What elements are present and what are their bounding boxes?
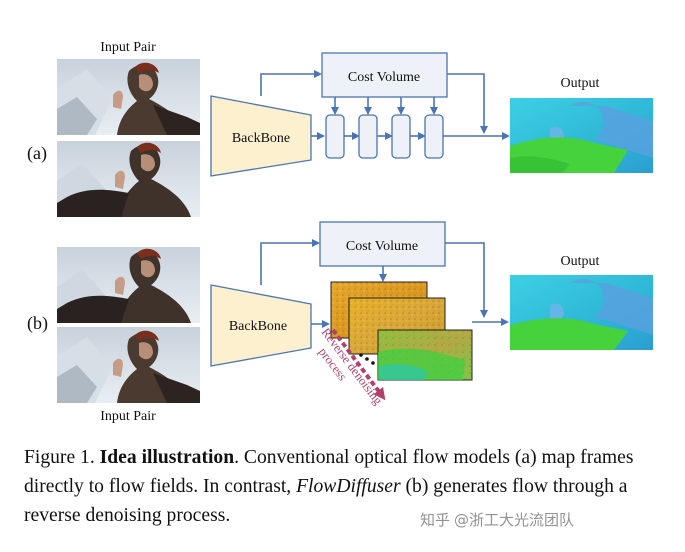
arrows-row-b — [260, 239, 509, 328]
iteration-unit-a4 — [424, 114, 444, 159]
backbone-block-a: BackBone — [210, 95, 312, 177]
input-frame-a1 — [57, 59, 200, 135]
watermark: 知乎 @浙工大光流团队 — [420, 509, 574, 530]
iteration-unit-a2 — [358, 114, 378, 159]
arrows-row-a — [260, 70, 510, 140]
caption-part2: (b) generates flow through a reverse den… — [24, 476, 628, 526]
caption-model-name: FlowDiffuser — [296, 476, 401, 497]
caption-bold-title: Idea illustration — [99, 447, 235, 468]
cost-volume-label-b: Cost Volume — [346, 239, 418, 254]
backbone-block-b: BackBone — [210, 284, 312, 367]
figure-caption: Figure 1. Idea illustration. Conventiona… — [24, 443, 664, 530]
row-label-b: (b) — [27, 313, 48, 334]
backbone-label-a: BackBone — [232, 131, 290, 146]
backbone-label-b: BackBone — [229, 319, 287, 334]
caption-prefix: Figure 1. — [24, 447, 100, 468]
input-pair-label-top: Input Pair — [100, 40, 156, 55]
cost-volume-block-b: Cost Volume — [319, 221, 446, 267]
input-pair-label-bottom: Input Pair — [100, 409, 156, 424]
row-label-a: (a) — [27, 143, 47, 164]
watermark-author: @浙工大光流团队 — [454, 511, 575, 529]
cost-volume-block-a: Cost Volume — [321, 52, 448, 98]
iteration-units-a — [325, 114, 444, 159]
output-flow-a — [510, 98, 653, 173]
caption-part1: . Conventional optical flow models (a) m… — [24, 447, 634, 497]
watermark-site: 知乎 — [420, 511, 451, 529]
output-label-a: Output — [561, 76, 600, 91]
ellipsis-dot-1 — [359, 353, 363, 357]
ellipsis-dot-3 — [371, 361, 375, 365]
iteration-unit-a1 — [325, 114, 345, 159]
input-frame-b1 — [57, 247, 200, 323]
output-flow-b — [510, 275, 653, 350]
idea-illustration-figure: Input Pair (a) BackBone Cost Volume — [27, 40, 653, 424]
denoising-stack — [330, 281, 473, 381]
output-label-b: Output — [561, 254, 600, 269]
ellipsis-dot-2 — [365, 357, 369, 361]
iteration-unit-a3 — [391, 114, 411, 159]
input-frame-b2 — [57, 327, 200, 403]
input-frame-a2 — [57, 141, 200, 217]
cost-volume-label-a: Cost Volume — [348, 70, 420, 85]
